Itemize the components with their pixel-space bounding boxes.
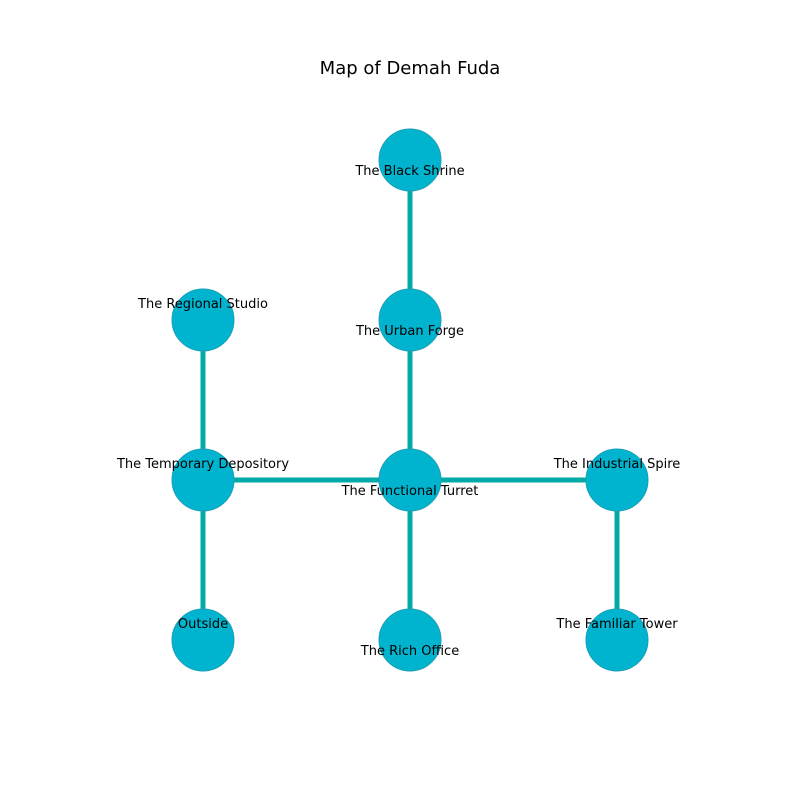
node-functional-turret: The Functional Turret [341, 448, 479, 512]
node-temporary-depository: The Temporary Depository [116, 448, 289, 512]
node-label: The Urban Forge [355, 324, 464, 339]
node-circle [378, 128, 442, 192]
node-circle [378, 608, 442, 672]
node-label: The Familiar Tower [555, 617, 678, 632]
node-urban-forge: The Urban Forge [355, 288, 464, 352]
node-circle [171, 448, 235, 512]
node-label: The Functional Turret [341, 484, 479, 499]
node-regional-studio: The Regional Studio [137, 288, 268, 352]
node-circle [378, 448, 442, 512]
node-circle [585, 608, 649, 672]
node-label: The Rich Office [360, 644, 459, 659]
node-black-shrine: The Black Shrine [354, 128, 465, 192]
node-label: The Black Shrine [354, 164, 464, 179]
node-circle [171, 288, 235, 352]
node-circle [378, 288, 442, 352]
node-label: The Regional Studio [137, 297, 268, 312]
node-familiar-tower: The Familiar Tower [555, 608, 678, 672]
node-circle [171, 608, 235, 672]
node-rich-office: The Rich Office [360, 608, 459, 672]
node-label: Outside [178, 617, 228, 632]
node-circle [585, 448, 649, 512]
node-label: The Industrial Spire [553, 457, 681, 472]
map-edges [200, 160, 620, 640]
map-title: Map of Demah Fuda [320, 58, 501, 79]
node-outside: Outside [171, 608, 235, 672]
node-industrial-spire: The Industrial Spire [553, 448, 681, 512]
node-label: The Temporary Depository [116, 457, 289, 472]
